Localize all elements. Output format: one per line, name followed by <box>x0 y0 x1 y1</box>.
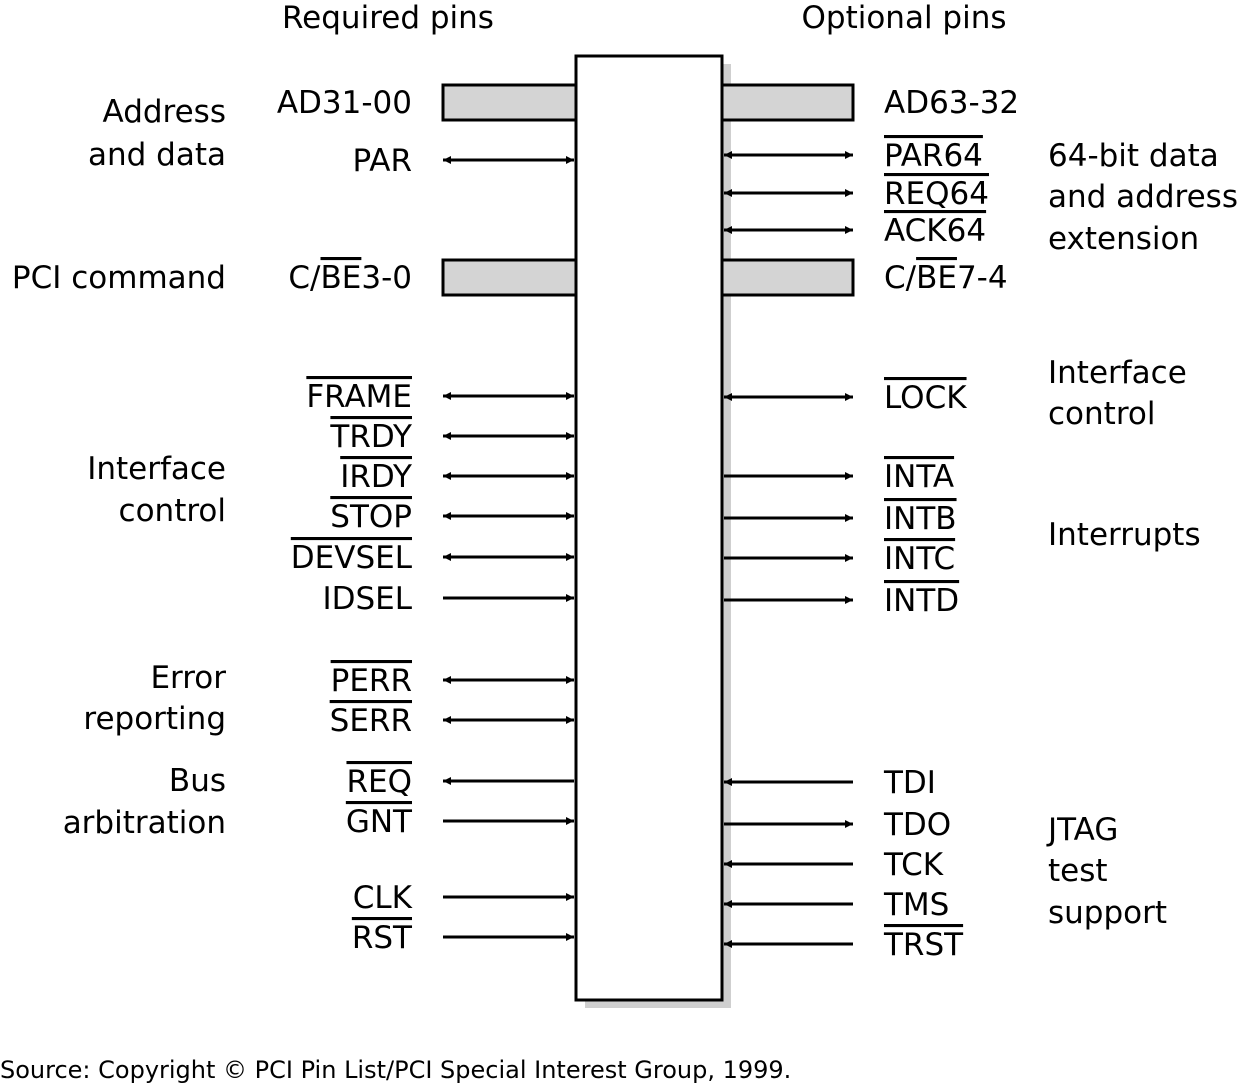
left-group-error-reporting-line-1: Error <box>150 660 226 696</box>
pin-gnt-label: GNT <box>346 804 413 840</box>
pin-intd-label: INTD <box>884 583 959 619</box>
left-group-bus-arbitration-line-2: arbitration <box>63 805 226 841</box>
pin-trst-label: TRST <box>883 927 964 963</box>
pin-idsel-label: IDSEL <box>322 581 412 617</box>
pin-par-label: PAR <box>353 143 412 179</box>
pin-par64-label: PAR64 <box>884 138 983 174</box>
pin-rst-label: RST <box>352 920 413 956</box>
right-group-jtag-test-support-line-2: test <box>1048 853 1108 889</box>
pin-c-be3-0-label: C/BE3-0 <box>288 260 412 296</box>
pin-c-be7-4-label: C/BE7-4 <box>884 260 1008 296</box>
pin-devsel-label: DEVSEL <box>291 540 413 576</box>
source-caption: Source: Copyright © PCI Pin List/PCI Spe… <box>0 1056 791 1084</box>
pin-intb-label: INTB <box>884 501 957 537</box>
pin-tdo-label: TDO <box>883 807 951 843</box>
pin-stop-label: STOP <box>330 499 412 535</box>
right-group-jtag-test-support-line-1: JTAG <box>1046 812 1118 848</box>
pin-ad63-32-label: AD63-32 <box>884 85 1019 121</box>
pin-ad31-00-label: AD31-00 <box>277 85 412 121</box>
pci-device-body <box>574 54 724 1002</box>
right-group-64-bit-data-and-address-extension-line-2: and address <box>1048 179 1238 215</box>
right-group-interrupts-line-1: Interrupts <box>1048 517 1201 553</box>
pin-ack64-label: ACK64 <box>884 213 986 249</box>
pin-ad63-32-bus <box>720 83 855 122</box>
pin-perr-label: PERR <box>331 663 412 699</box>
right-group-jtag-test-support-line-3: support <box>1048 895 1167 931</box>
right-group-64-bit-data-and-address-extension-line-3: extension <box>1048 221 1199 257</box>
left-group-interface-control-line-1: Interface <box>87 451 226 487</box>
pin-ad31-00-bus <box>441 83 578 122</box>
pin-inta-label: INTA <box>884 459 954 495</box>
pin-c-be7-4-bus <box>720 258 855 297</box>
pin-intc-label: INTC <box>884 541 955 577</box>
pin-trdy-label: TRDY <box>329 419 412 455</box>
pin-tdi-label: TDI <box>883 765 936 801</box>
left-group-address-and-data-line-2: and data <box>88 137 226 173</box>
left-group-interface-control-line-2: control <box>119 493 226 529</box>
pin-frame-label: FRAME <box>306 379 412 415</box>
optional-pins-heading: Optional pins <box>801 0 1006 36</box>
left-group-bus-arbitration-line-1: Bus <box>169 763 226 799</box>
pin-serr-label: SERR <box>330 703 412 739</box>
left-group-error-reporting-line-2: reporting <box>83 701 226 737</box>
right-group-interface-control-line-1: Interface <box>1048 355 1187 391</box>
left-group-address-and-data-line-1: Address <box>103 94 226 130</box>
pin-tck-label: TCK <box>883 847 944 883</box>
pin-lock-label: LOCK <box>884 380 967 416</box>
pin-req-label: REQ <box>346 764 412 800</box>
right-group-64-bit-data-and-address-extension-line-1: 64-bit data <box>1048 138 1219 174</box>
right-group-interface-control-line-2: control <box>1048 396 1155 432</box>
pin-c-be3-0-bus <box>441 258 578 297</box>
pin-clk-label: CLK <box>353 880 413 916</box>
required-pins-heading: Required pins <box>282 0 494 36</box>
pin-irdy-label: IRDY <box>340 459 412 495</box>
right-function-groups: 64-bit data and address extensionInterface… <box>1046 138 1238 931</box>
pin-tms-label: TMS <box>883 887 949 923</box>
pin-req64-label: REQ64 <box>884 176 989 212</box>
left-group-pci-command-line-1: PCI command <box>12 260 226 296</box>
